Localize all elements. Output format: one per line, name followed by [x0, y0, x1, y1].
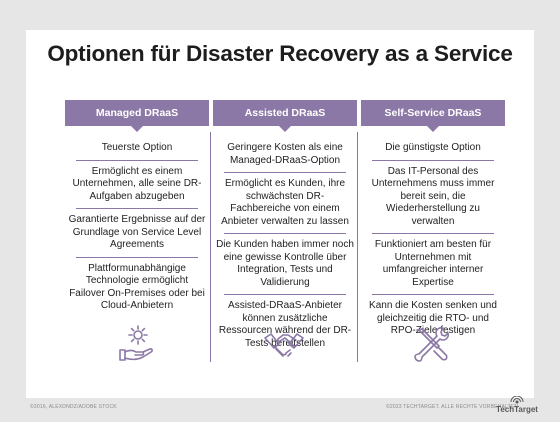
list-item: Die Kunden haben immer noch eine gewisse… [216, 239, 354, 288]
item-divider [224, 294, 346, 295]
list-item: Plattformunabhängige Technologie ermögli… [69, 262, 205, 312]
list-item: Die günstigste Option [385, 142, 481, 153]
tools-icon [408, 322, 452, 366]
column-divider-2 [357, 132, 358, 362]
item-divider [76, 256, 198, 258]
item-divider [224, 172, 346, 173]
list-item: Garantierte Ergebnisse auf der Grundlage… [68, 214, 206, 250]
list-item: Ermöglicht es Kunden, ihre schwächsten D… [221, 178, 349, 227]
footer-credit: ©2016, ALEXDNDZ/ADOBE STOCK [30, 404, 117, 410]
list-item: Ermöglicht es einem Unternehmen, alle se… [72, 165, 202, 202]
item-list: Geringere Kosten als eine Managed-DRaaS-… [210, 139, 360, 355]
logo-text: TechTarget [496, 405, 538, 414]
column-header: Self-Service DRaaS [361, 100, 505, 132]
list-item: Teuerste Option [101, 142, 173, 153]
item-divider [372, 294, 494, 295]
techtarget-logo: TechTarget [495, 396, 539, 418]
item-list: Teuerste Option Ermöglicht es einem Unte… [62, 139, 212, 318]
handshake-icon [262, 322, 306, 366]
column-header: Assisted DRaaS [213, 100, 357, 132]
gear-hand-icon [114, 322, 158, 366]
page-title: Optionen für Disaster Recovery as a Serv… [47, 41, 513, 66]
list-item: Das IT-Personal des Unternehmens muss im… [371, 165, 495, 227]
column-divider-1 [210, 132, 211, 362]
list-item: Funktioniert am besten für Unternehmen m… [374, 239, 492, 288]
item-divider [76, 159, 198, 161]
column-self-service-draas: Self-Service DRaaS Die günstigste Option… [358, 100, 508, 343]
item-list: Die günstigste Option Das IT-Personal de… [358, 139, 508, 343]
column-header: Managed DRaaS [65, 100, 209, 132]
list-item: Geringere Kosten als eine Managed-DRaaS-… [227, 142, 343, 166]
list-item: Kann die Kosten senken und gleichzeitig … [369, 300, 497, 336]
item-divider [224, 233, 346, 234]
column-managed-draas: Managed DRaaS Teuerste Option Ermöglicht… [62, 100, 212, 318]
item-divider [372, 233, 494, 234]
item-divider [372, 159, 494, 161]
footer-copyright: ©2023 TECHTARGET. ALLE RECHTE VORBEHALTE… [386, 404, 520, 410]
item-divider [76, 208, 198, 209]
column-assisted-draas: Assisted DRaaS Geringere Kosten als eine… [210, 100, 360, 355]
list-item: Assisted-DRaaS-Anbieter können zusätzlic… [218, 300, 352, 349]
